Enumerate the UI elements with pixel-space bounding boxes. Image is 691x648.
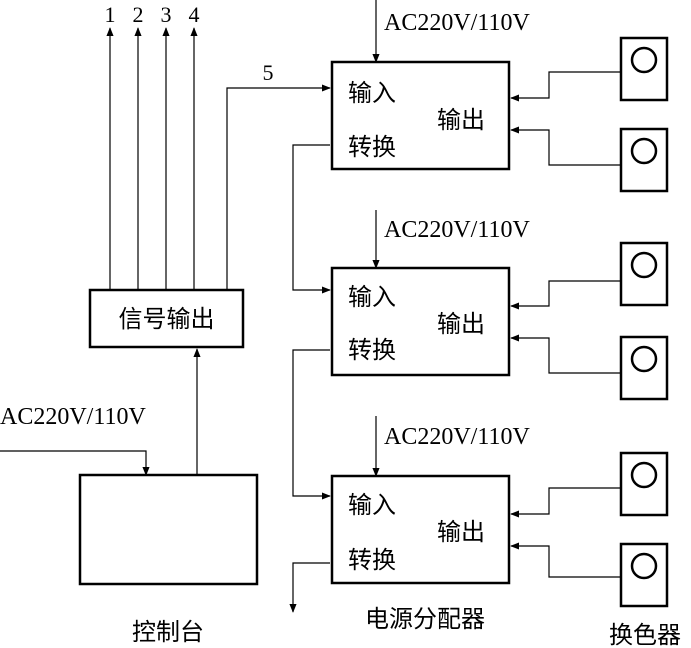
distributor-2-link-b [510,334,621,374]
distributor-1-link-b [510,126,621,166]
distributor-3-box [330,474,511,585]
distributor-1-output-label: 输出 [437,106,485,134]
color-changer-2a-lens [630,251,658,279]
distributor-1-box [330,60,511,171]
distributor-2-link-a [510,280,621,310]
output-label-4: 4 [189,2,200,27]
distributor-1-power-label: AC220V/110V [384,10,530,36]
console-label: 控制台 [132,618,204,646]
output-line-5 [226,84,331,290]
color-changer-1b-lens [630,137,658,165]
color-changer-3b-lens [630,552,658,580]
signal-output-label: 信号输出 [119,305,215,333]
distributor-1: AC220V/110V 输入 转换 输出 [330,0,669,193]
distributor-3: AC220V/110V 输入 转换 输出 [330,416,669,608]
color-changer-2b-lens [630,345,658,373]
distributor-3-link-a [510,487,621,518]
output-label-1: 1 [105,2,116,27]
color-changer-3a-lens [630,461,658,489]
distributor-2-output-label: 输出 [437,310,485,338]
distributor-2: AC220V/110V 输入 转换 输出 [330,210,669,401]
color-changer-1a-lens [630,46,658,74]
console-power-label: AC220V/110V [0,404,146,430]
console-power-line [0,450,150,476]
chain-line-out [289,562,330,613]
distributor-1-convert-label: 转换 [348,133,396,161]
output-label-3: 3 [161,2,172,27]
color-changer-label: 换色器 [609,621,681,648]
distributor-3-power-label: AC220V/110V [384,424,530,450]
distributor-1-input-label: 输入 [348,79,396,107]
output-label-2: 2 [133,2,144,27]
distributor-1-link-a [510,71,621,102]
distributor-3-input-label: 输入 [348,491,396,519]
distributor-label: 电源分配器 [365,605,485,633]
chain-line-1-2 [292,144,331,294]
distributor-2-input-label: 输入 [348,283,396,311]
distributor-3-link-b [510,542,621,578]
console-block: AC220V/110V 控制台 [0,348,259,646]
distributor-3-output-label: 输出 [437,518,485,546]
console-box [78,473,259,586]
distributor-2-box [330,266,511,377]
output-label-5: 5 [263,60,274,85]
distributor-2-power-label: AC220V/110V [384,217,530,243]
chain-line-2-3 [292,349,331,500]
signal-output-box [88,288,245,349]
distributor-2-convert-label: 转换 [348,336,396,364]
distributor-3-convert-label: 转换 [348,546,396,574]
signal-output-block: 1 2 3 4 5 信号输出 [88,2,331,349]
